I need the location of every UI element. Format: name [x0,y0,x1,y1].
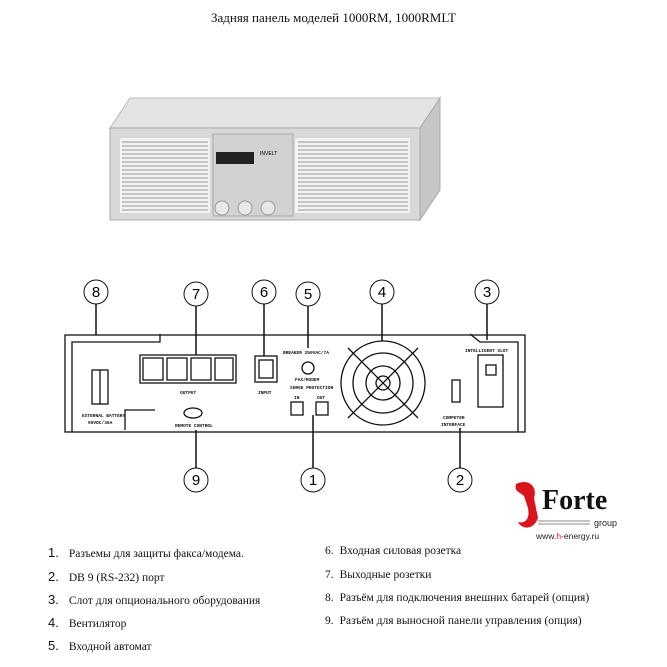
legend-text: Слот для опционального оборудования [68,595,261,607]
legend-number: 9. [325,615,334,627]
intelligent-slot-label: INTELLIGENT SLOT [465,348,509,354]
legend-number: 5. [48,638,59,653]
page-title: Задняя панель моделей 1000RM, 1000RMLT [210,10,457,25]
legend-number: 8. [325,592,334,604]
callout-number: 5 [304,286,312,303]
callout-3: 3 [474,279,500,340]
callout-1: 1 [300,415,326,493]
fax-modem-label: FAX/MODEM [295,377,320,383]
legend-number: 1. [48,545,59,560]
callout-8: 8 [83,279,109,335]
out-label: OUT [317,395,325,401]
legend-text: Входной автомат [68,641,152,653]
callout-number: 3 [483,284,491,301]
legend-item: 6. Входная силовая розетка [325,545,461,557]
legend-text: Разъём для подключения внешних батарей (… [339,592,590,604]
legend-item: 5. Входной автомат [48,638,152,653]
callout-number: 9 [192,472,200,489]
callout-4: 4 [369,279,395,341]
in-label: IN [294,395,300,401]
legend-text: Входная силовая розетка [339,545,462,557]
logo-sub: group [594,518,617,528]
callout-number: 2 [456,472,464,489]
remote-control-label: REMOTE CONTROL [175,423,213,429]
logo-url-accent: h- [556,531,564,541]
callout-6: 6 [251,279,277,356]
legend-item: 7. Выходные розетки [325,569,431,581]
legend-item: 9. Разъём для выносной панели управления … [325,615,582,627]
brand-label: INVELT [260,151,277,157]
computer-label: COMPUTER [443,415,465,421]
callout-number: 8 [92,284,100,301]
legend-item: 8. Разъём для подключения внешних батарей… [325,592,589,604]
logo-url-suffix: energy.ru [564,531,600,541]
input-label: INPUT [258,390,272,396]
legend-number: 2. [48,569,59,584]
logo-url-prefix: www. [535,531,556,541]
callout-number: 4 [378,284,386,301]
ups-photo: INVELT [109,96,441,222]
interface-label: INTERFACE [441,422,466,428]
external-battery-rating: 96VDC/36A [88,420,113,426]
legend-number: 4. [48,615,59,630]
legend-number: 7. [325,569,334,581]
forte-logo: Forte group www.h-energy.ru [508,478,638,542]
callout-2: 2 [447,428,473,493]
callout-7: 7 [183,281,209,355]
legend-text: DB 9 (RS-232) порт [68,572,165,584]
external-battery-label: EXTERNAL BATTERY [82,413,126,419]
callout-9: 9 [183,430,209,493]
legend-text: Вентилятор [68,618,127,630]
surge-protection-label: SURGE PROTECTION [290,385,334,391]
legend-number: 3. [48,592,59,607]
logo-name: Forte [542,485,607,516]
callout-number: 1 [309,472,317,489]
legend-item: 2. DB 9 (RS-232) порт [48,569,165,584]
svg-text:www.h-energy.ru: www.h-energy.ru [535,531,599,541]
legend-item: 1. Разъемы для защиты факса/модема. [48,545,244,560]
legend-item: 3. Слот для опционального оборудования [48,592,260,607]
legend-text: Выходные розетки [339,569,432,581]
callout-5: 5 [295,281,321,348]
legend-item: 4. Вентилятор [48,615,126,630]
callout-number: 7 [192,286,200,303]
callout-number: 6 [260,284,268,301]
legend-number: 6. [325,545,334,557]
legend-text: Разъём для выносной панели управления (о… [339,615,582,627]
legend-text: Разъемы для защиты факса/модема. [68,548,244,560]
rear-panel-diagram: EXTERNAL BATTERY 96VDC/36A OUTPUT INPUT … [64,279,526,493]
breaker-label: BREAKER 250VAC/7A [283,350,329,356]
output-label: OUTPUT [180,390,197,396]
